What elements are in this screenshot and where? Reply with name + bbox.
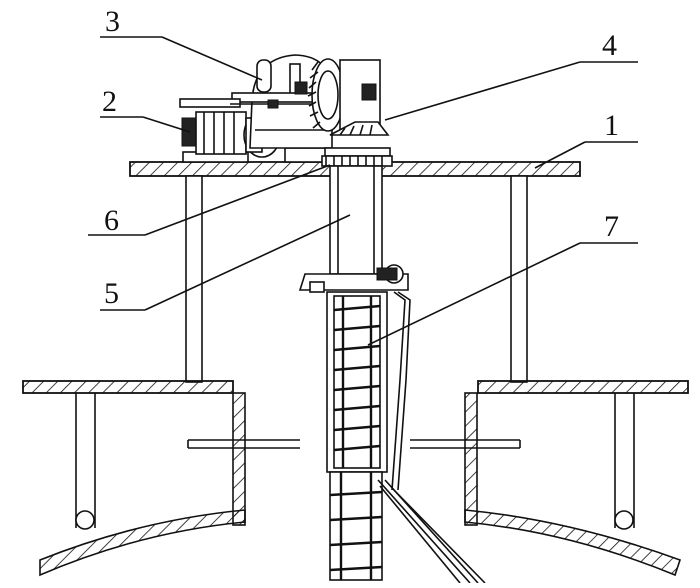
bearing-ring — [321, 147, 393, 167]
leader-lines — [88, 36, 638, 346]
bevel-gear — [307, 58, 390, 136]
part-label-7: 7 — [604, 210, 619, 243]
upper-platform — [129, 161, 581, 383]
discharge-chute — [326, 291, 486, 584]
part-label-5: 5 — [104, 277, 119, 310]
part-label-4: 4 — [602, 29, 617, 62]
right-hopper — [410, 392, 682, 577]
rotating-column — [298, 165, 409, 293]
left-hopper — [39, 392, 300, 577]
lower-platform — [22, 380, 689, 394]
part-label-2: 2 — [102, 85, 117, 118]
part-label-3: 3 — [105, 5, 120, 38]
part-label-1: 1 — [604, 109, 619, 142]
part-label-6: 6 — [104, 204, 119, 237]
gearbox — [179, 54, 333, 163]
